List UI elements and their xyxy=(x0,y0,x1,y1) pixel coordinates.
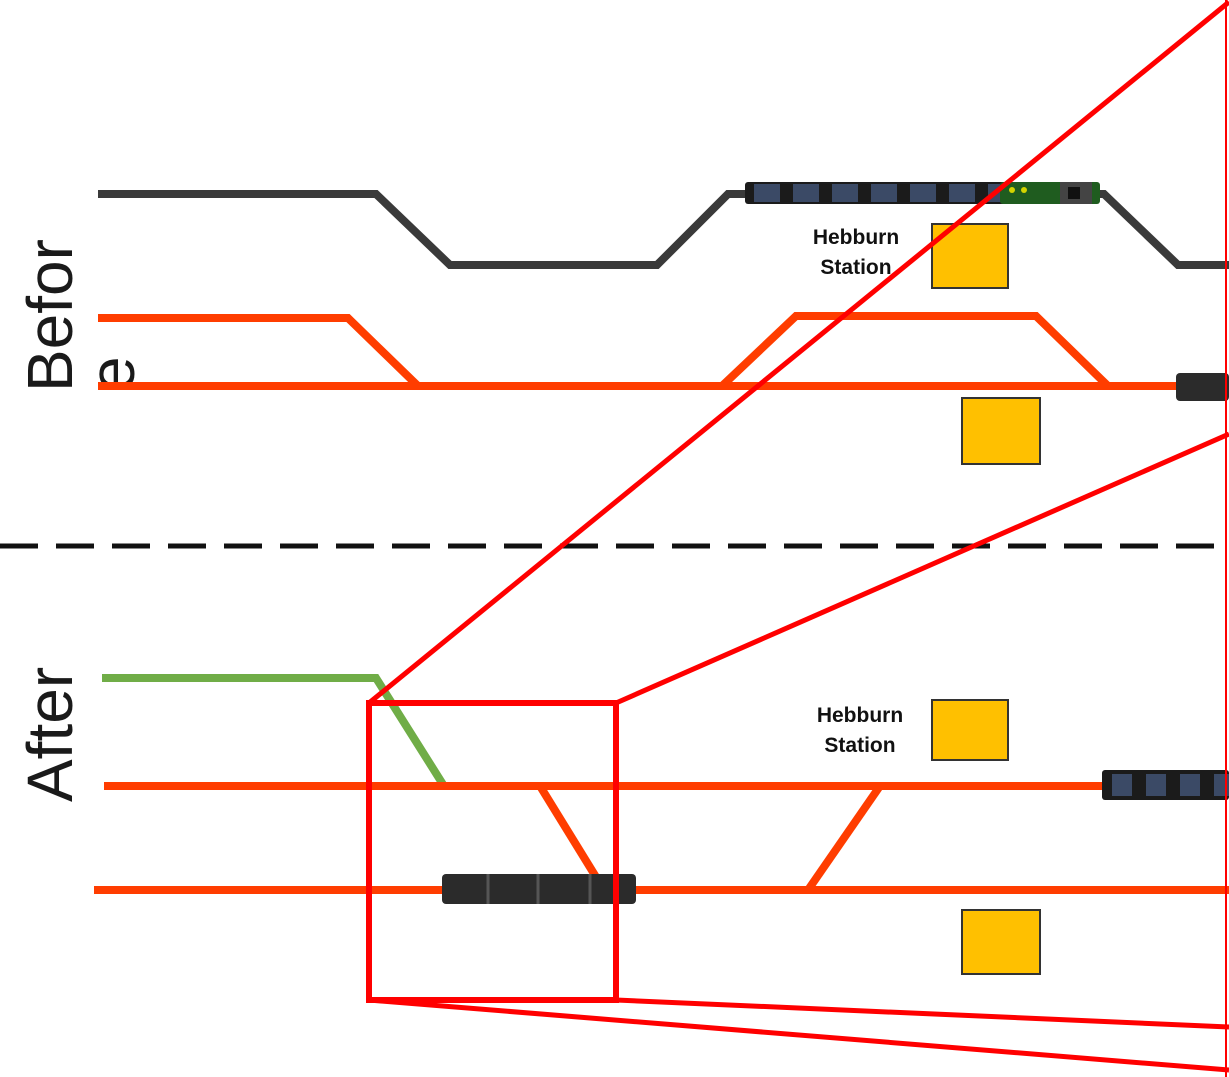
platform-after-lower xyxy=(961,909,1041,975)
crossover-left-after xyxy=(536,783,608,893)
station-label-after-line1: Hebburn xyxy=(817,704,903,727)
orange-loop-before xyxy=(719,312,1111,389)
new-track-green xyxy=(102,674,448,789)
existing-track-grey xyxy=(98,190,1229,269)
station-label-after-line2: Station xyxy=(824,734,895,757)
train-icon xyxy=(1102,770,1229,800)
train-icon xyxy=(442,874,636,904)
train-icon xyxy=(1176,373,1229,401)
station-label-before-line2: Station xyxy=(820,256,891,279)
orange-track-upper-before xyxy=(98,314,421,389)
station-label-before-line1: Hebburn xyxy=(813,226,899,249)
platform-before-lower xyxy=(961,397,1041,465)
train-icon xyxy=(745,182,1035,204)
zoom-connector-bottom-left xyxy=(368,997,1229,1073)
locomotive-icon xyxy=(1000,182,1100,204)
before-label-line1: Befor xyxy=(14,239,86,392)
platform-after-upper xyxy=(931,699,1009,761)
platform-before-upper xyxy=(931,223,1009,289)
crossover-right-after xyxy=(804,783,884,893)
after-label: After xyxy=(14,667,86,802)
zoom-connector-bottom-right xyxy=(615,997,1229,1030)
zoom-connector-top-left xyxy=(367,0,1229,705)
zoom-connector-top-right xyxy=(614,431,1229,706)
